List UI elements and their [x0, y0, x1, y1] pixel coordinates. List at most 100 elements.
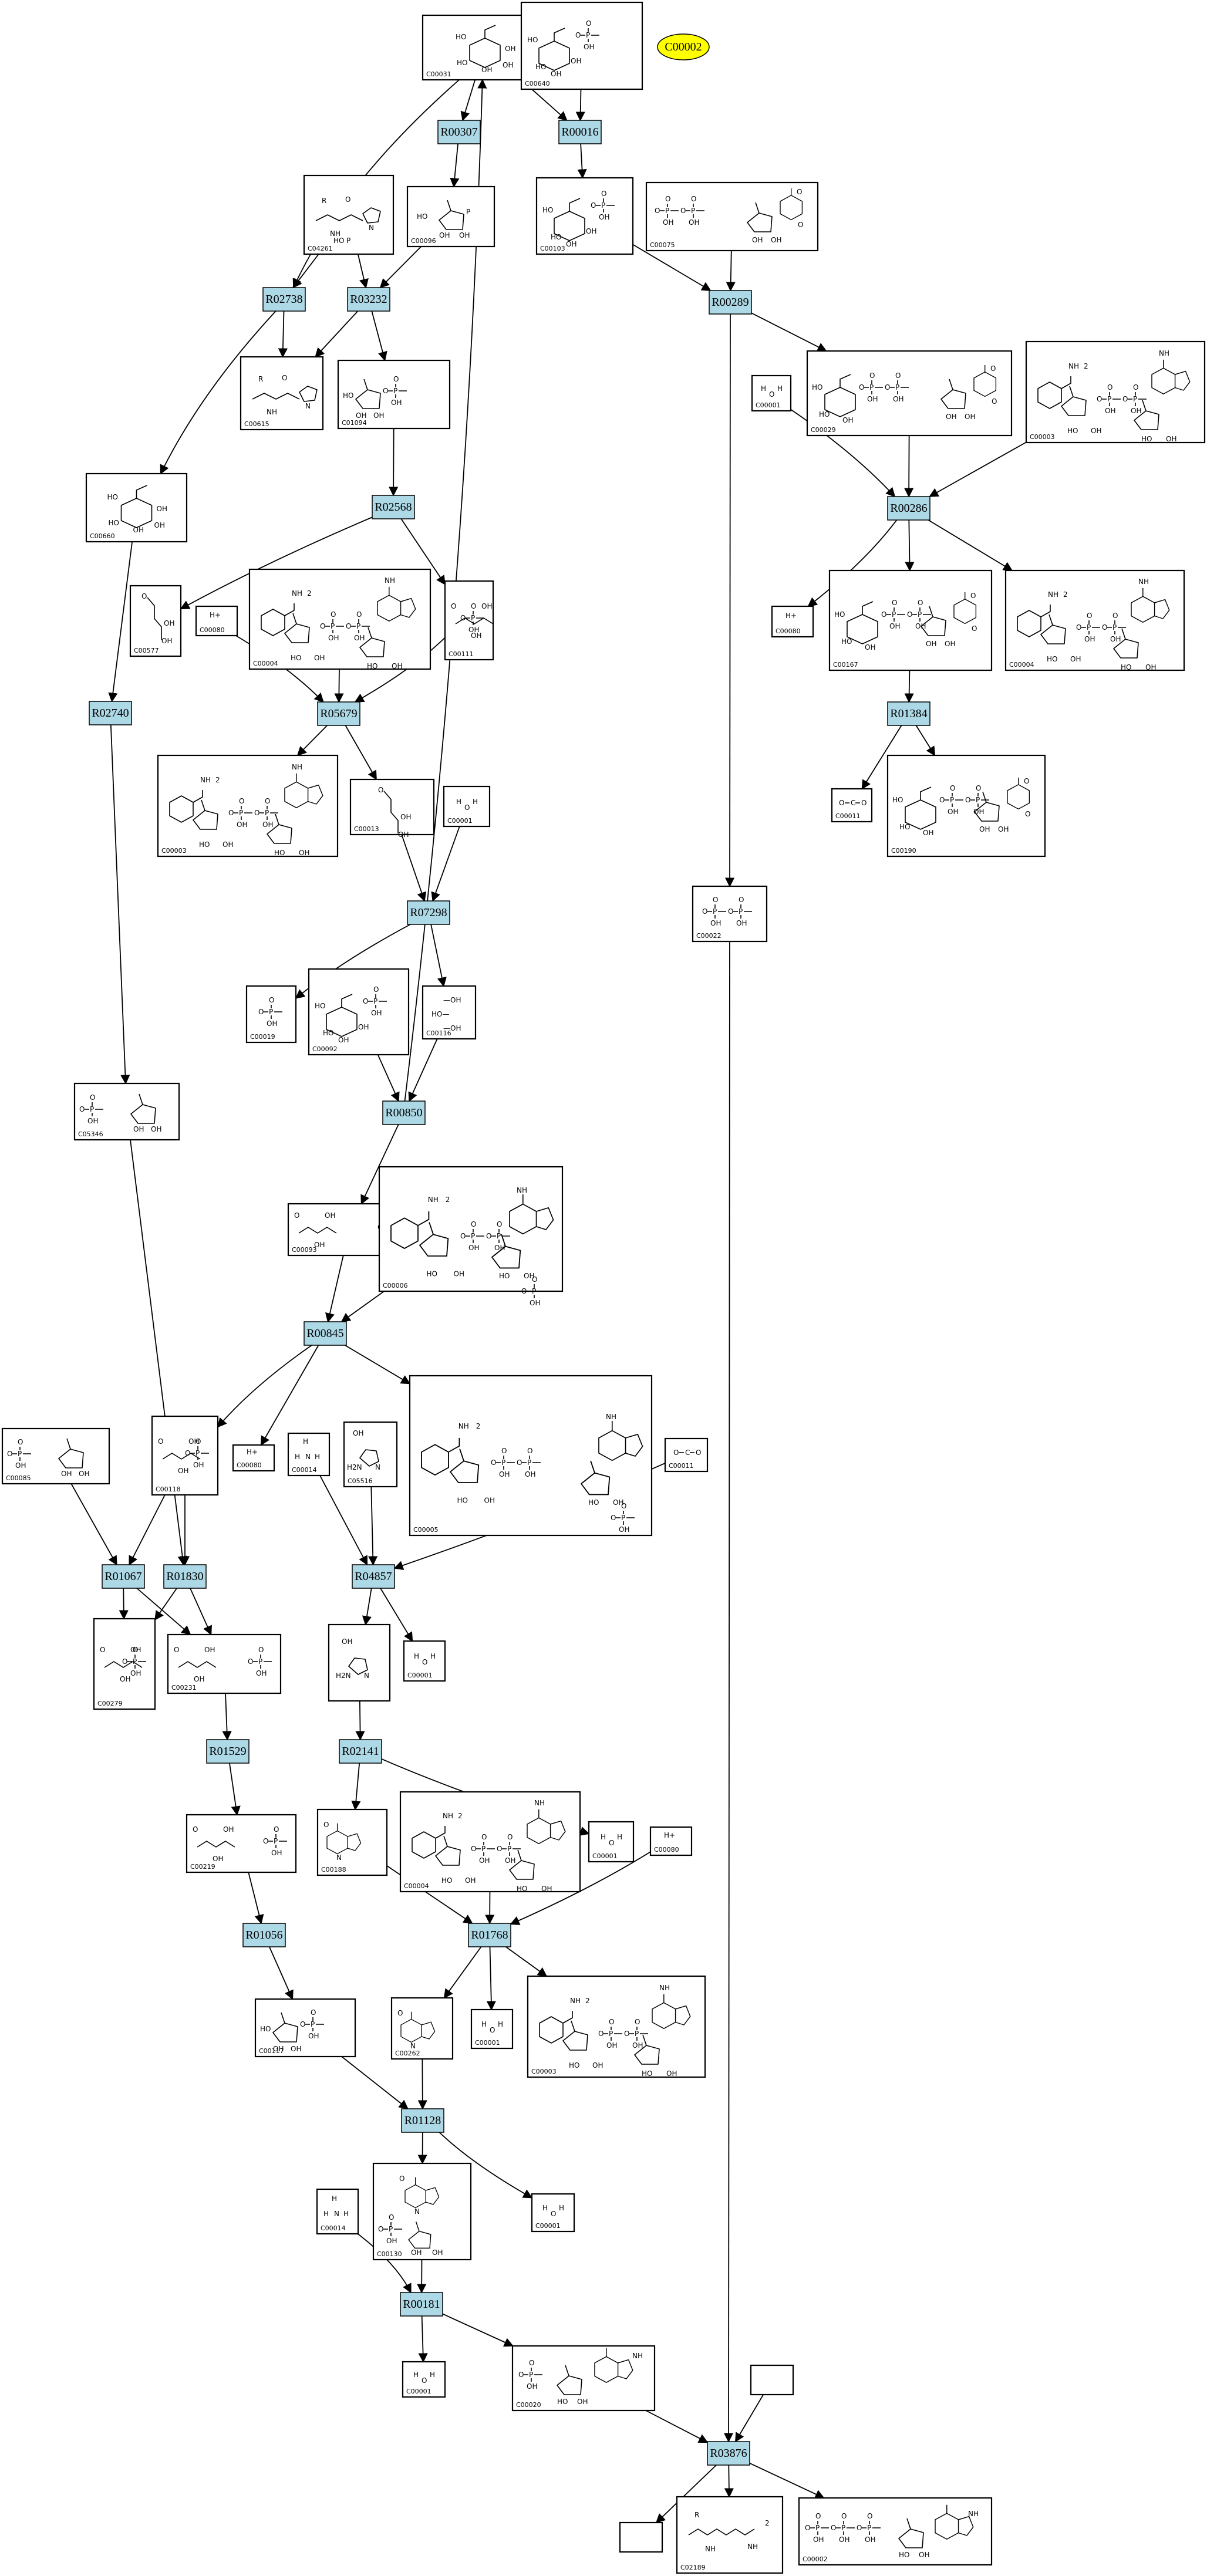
svg-text:OH: OH — [1166, 435, 1176, 443]
reaction-r00307[interactable]: R00307 — [437, 120, 481, 144]
svg-text:P: P — [481, 1845, 486, 1853]
reaction-r01529[interactable]: R01529 — [206, 1739, 250, 1764]
reaction-r02568[interactable]: R02568 — [372, 495, 415, 519]
svg-text:O: O — [100, 1646, 105, 1654]
svg-text:OH: OH — [130, 1646, 141, 1654]
reaction-r01830[interactable]: R01830 — [163, 1564, 207, 1589]
compound-id-label: C00080 — [776, 627, 801, 635]
compound-id-label: C00615 — [244, 420, 269, 428]
reaction-r02141[interactable]: R02141 — [339, 1739, 382, 1764]
compound-c00080b[interactable]: H+C00080 — [195, 605, 238, 637]
reaction-r02738[interactable]: R02738 — [262, 287, 306, 312]
reaction-r01128[interactable]: R01128 — [401, 2108, 444, 2133]
edges — [70, 79, 1027, 2524]
svg-text:O: O — [18, 1438, 23, 1446]
svg-text:P: P — [1112, 623, 1117, 632]
svg-text:HO: HO — [441, 1876, 452, 1885]
reaction-r03232[interactable]: R03232 — [347, 287, 390, 312]
compound-c00080c[interactable]: H+C00080 — [232, 1444, 275, 1472]
reaction-r00845[interactable]: R00845 — [304, 1321, 347, 1346]
compound-c00167[interactable]: HOHOOHOPOOHOPOOHOHOHOOC00167 — [828, 569, 993, 671]
reaction-r07298[interactable]: R07298 — [407, 900, 450, 925]
reaction-r01384[interactable]: R01384 — [887, 701, 930, 726]
compound-c00080d[interactable]: H+C00080 — [649, 1826, 693, 1856]
compound-cempty2[interactable] — [619, 2521, 663, 2553]
reaction-r01067[interactable]: R01067 — [102, 1564, 145, 1589]
svg-text:N: N — [364, 1672, 369, 1680]
compound-box — [649, 1826, 693, 1856]
reaction-r00016[interactable]: R00016 — [558, 120, 602, 144]
compound-id-label: C00001 — [475, 2039, 500, 2047]
svg-text:O: O — [1107, 383, 1112, 391]
compound-c00080a[interactable]: H+C00080 — [771, 605, 814, 638]
reaction-r00286[interactable]: R00286 — [887, 496, 930, 521]
reaction-r05679[interactable]: R05679 — [317, 701, 360, 726]
reaction-r00289[interactable]: R00289 — [709, 290, 752, 315]
reaction-r03876[interactable]: R03876 — [707, 2441, 750, 2466]
reaction-r00850[interactable]: R00850 — [382, 1100, 426, 1125]
compound-cempty1[interactable] — [750, 2364, 794, 2396]
svg-text:OH: OH — [15, 1461, 26, 1470]
reaction-r02740[interactable]: R02740 — [89, 701, 132, 725]
reaction-r04857[interactable]: R04857 — [352, 1564, 395, 1589]
svg-text:OH: OH — [299, 849, 309, 857]
reaction-r00181[interactable]: R00181 — [400, 2292, 443, 2317]
reaction-r01056[interactable]: R01056 — [242, 1923, 286, 1947]
compound-box — [129, 585, 182, 657]
highlight-compound-node[interactable]: C00002 — [657, 33, 710, 60]
compound-box — [692, 885, 768, 943]
reaction-r01768[interactable]: R01768 — [468, 1923, 511, 1947]
